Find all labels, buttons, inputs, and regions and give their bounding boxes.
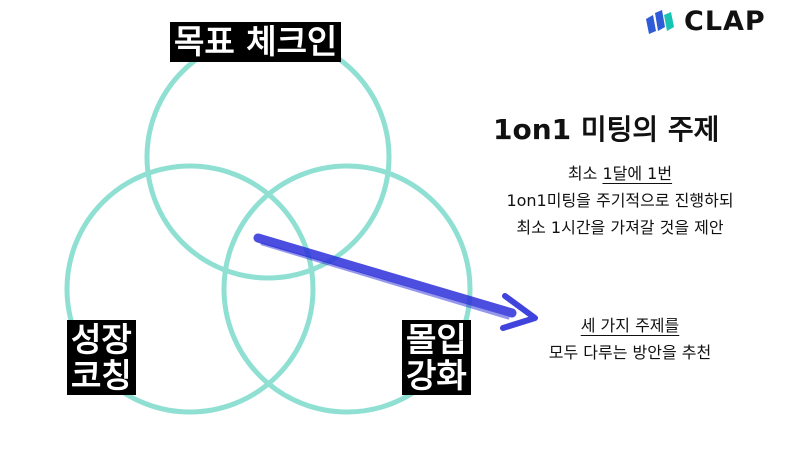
venn-label-goal-checkin: 목표 체크인 — [170, 22, 342, 62]
venn-label-right-line1: 몰입 — [406, 320, 467, 359]
description-line1-prefix: 최소 — [567, 164, 603, 183]
venn-label-right-line2: 강화 — [406, 355, 467, 395]
description-frequency: 1달에 1번 — [602, 164, 673, 183]
slide-title: 1on1 미팅의 주제 — [493, 113, 720, 146]
description-line1: 최소 1달에 1번 — [470, 160, 770, 187]
suggestion-line1: 세 가지 주제를 — [580, 316, 680, 335]
venn-label-engagement: 몰입 강화 — [402, 320, 471, 396]
venn-label-left-line2: 코칭 — [71, 355, 132, 395]
suggestion-text: 세 가지 주제를 모두 다루는 방안을 추천 — [510, 312, 750, 366]
arrow-to-suggestion — [253, 233, 538, 331]
clap-logo-icon — [646, 9, 674, 34]
brand-name: CLAP — [684, 6, 766, 37]
venn-circle-left — [64, 163, 316, 415]
venn-label-left-line1: 성장 — [71, 320, 132, 359]
description-line3: 최소 1시간을 가져갈 것을 제안 — [516, 218, 724, 237]
venn-label-growth-coaching: 성장 코칭 — [67, 320, 136, 396]
description-text: 최소 1달에 1번 1on1미팅을 주기적으로 진행하되 최소 1시간을 가져갈… — [470, 160, 770, 241]
brand-logo: CLAP — [644, 6, 766, 37]
description-line2: 1on1미팅을 주기적으로 진행하되 — [506, 191, 734, 210]
venn-circle-right — [221, 163, 473, 415]
suggestion-line2: 모두 다루는 방안을 추천 — [548, 343, 712, 362]
